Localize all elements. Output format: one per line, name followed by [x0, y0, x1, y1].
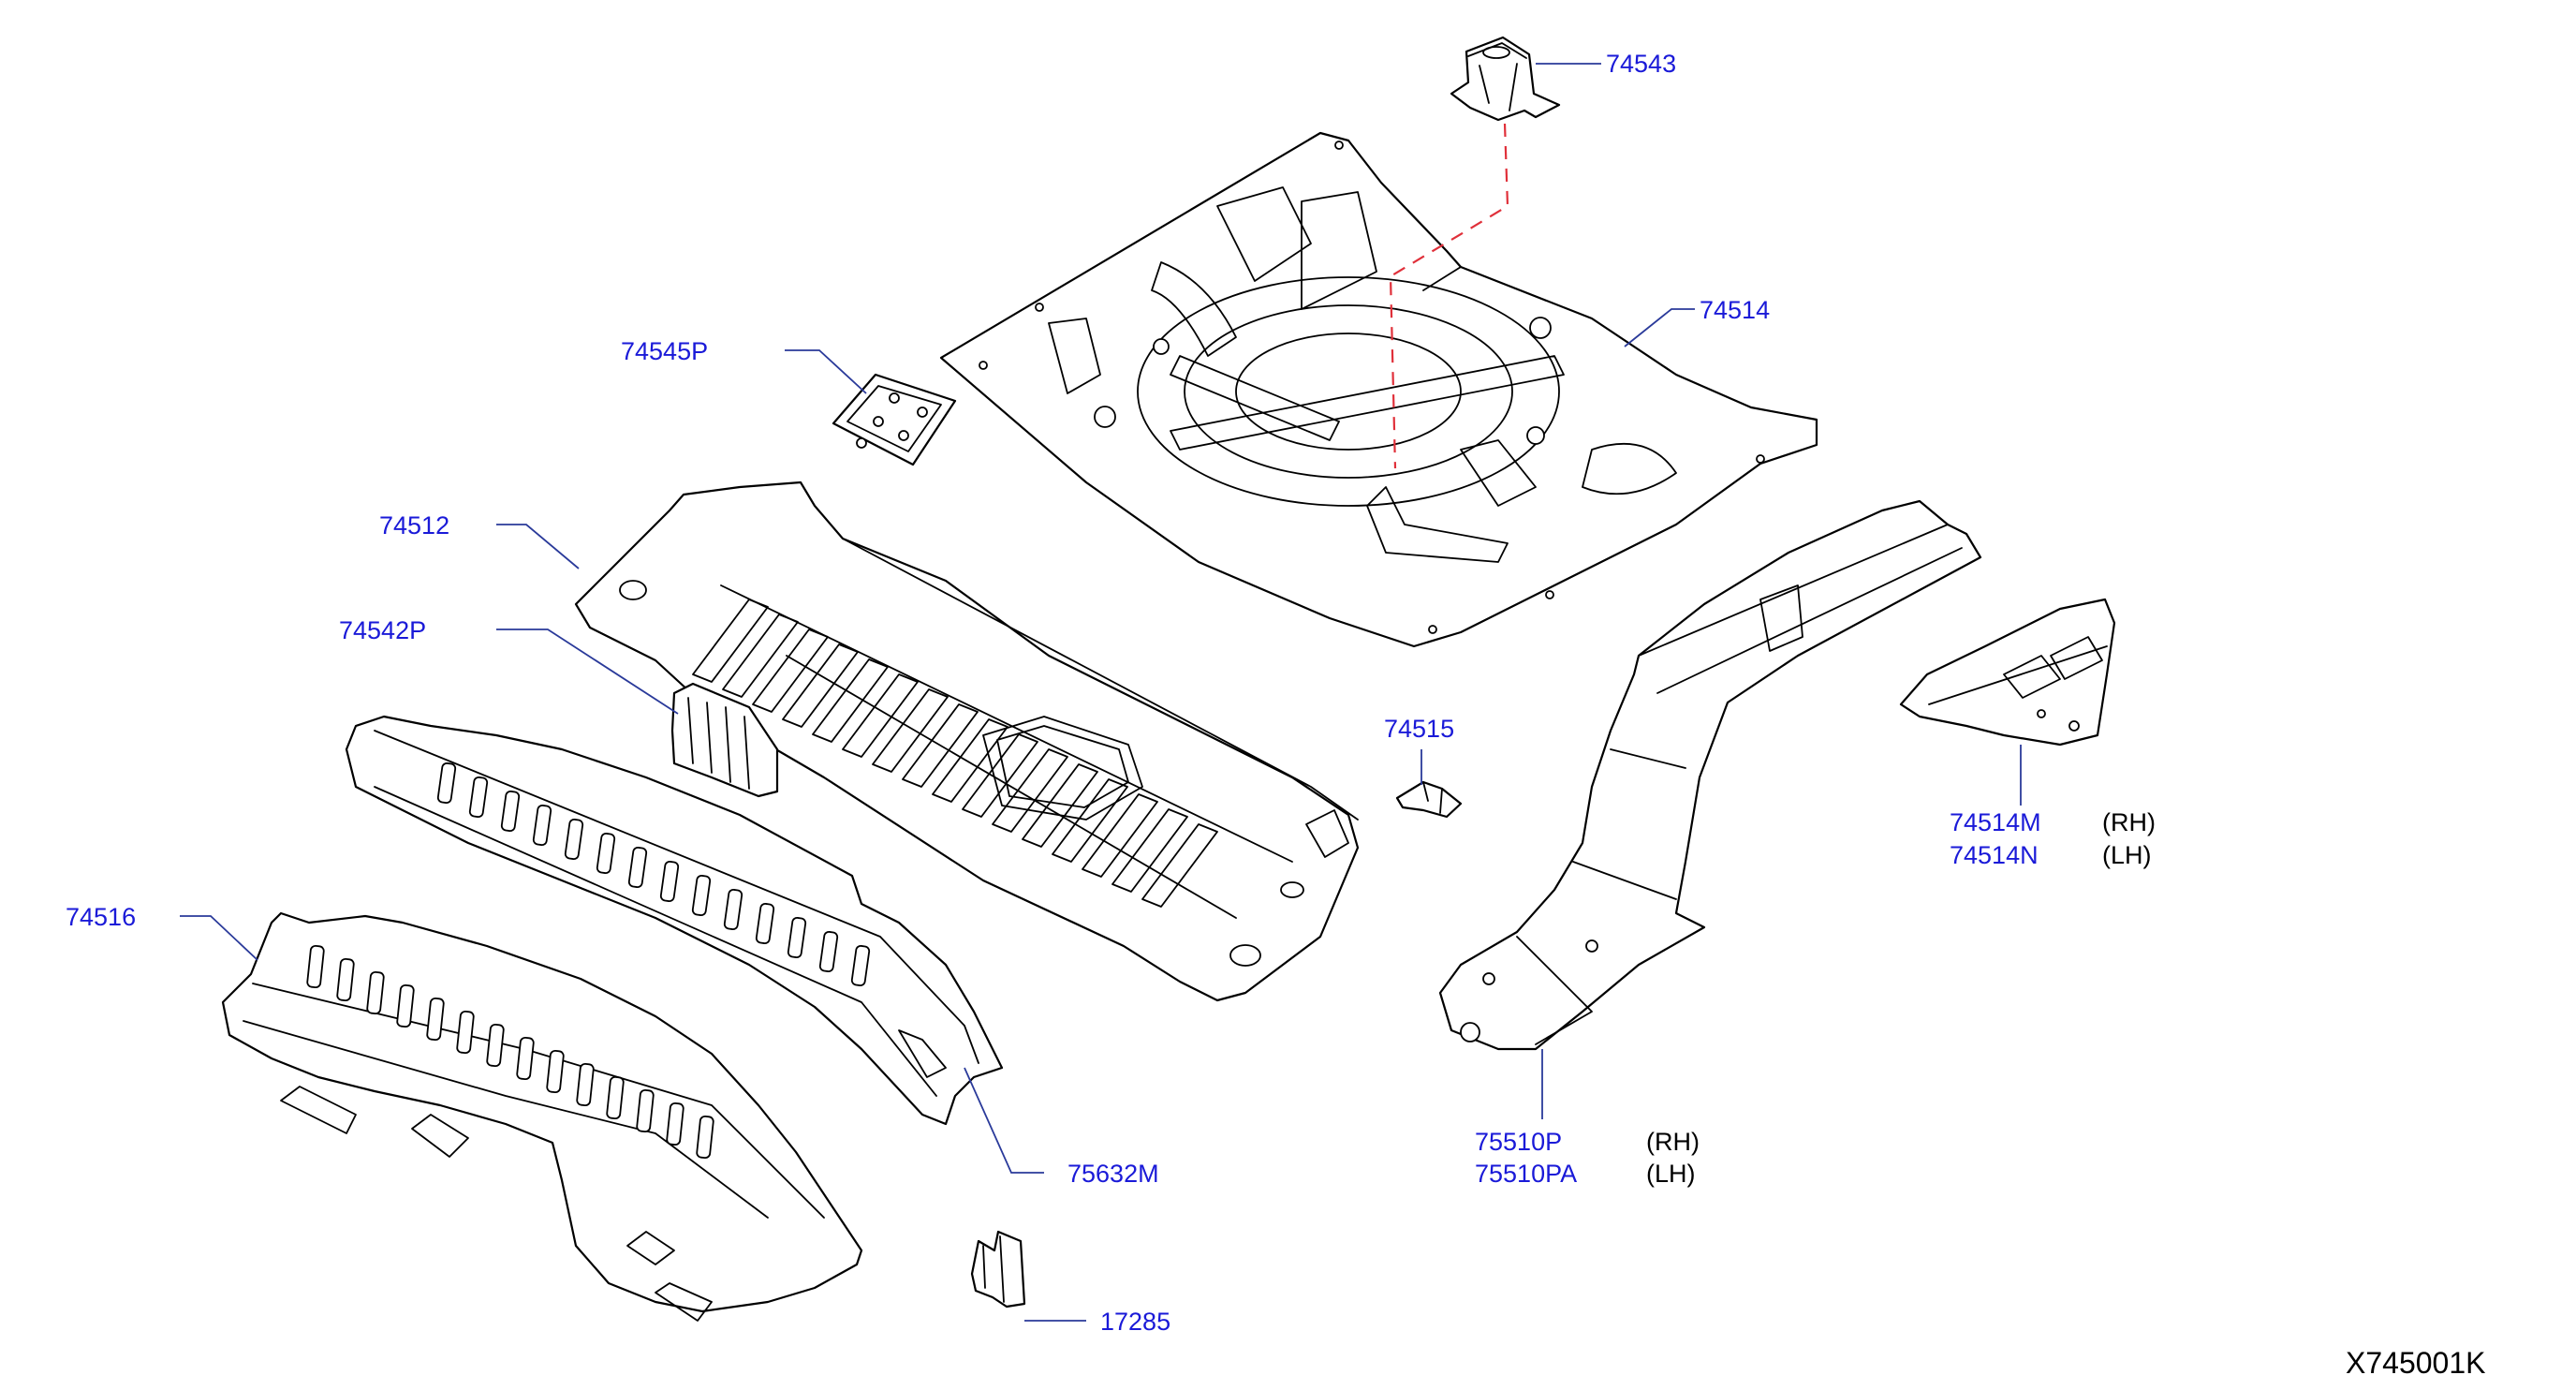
rib: [782, 643, 859, 728]
label-74514N: 74514N: [1950, 841, 2039, 869]
rib: [1141, 823, 1218, 908]
slot: [659, 860, 680, 903]
label-74514: 74514: [1700, 296, 1770, 324]
label-75510P: 75510P: [1475, 1128, 1562, 1156]
label-74542P: 74542P: [339, 616, 426, 644]
rib: [902, 703, 979, 788]
slot: [691, 874, 712, 917]
slot: [546, 1049, 565, 1094]
rib: [692, 599, 769, 683]
slot: [306, 944, 325, 989]
label-74516: 74516: [66, 903, 136, 931]
leader-74545P: [785, 349, 867, 394]
label-74545P: 74545P: [621, 337, 708, 365]
slot: [436, 762, 457, 805]
slot: [456, 1010, 475, 1055]
slot: [500, 790, 521, 833]
slot: [636, 1088, 655, 1133]
slot: [516, 1036, 535, 1081]
label-74543: 74543: [1606, 50, 1676, 78]
rib: [872, 688, 949, 773]
rib: [752, 628, 829, 713]
diagram-code: X745001K: [2346, 1346, 2485, 1380]
label-75632M: 75632M: [1067, 1160, 1159, 1188]
label-74512: 74512: [379, 511, 449, 540]
leader-74516: [180, 915, 258, 961]
rib: [1111, 808, 1188, 893]
label-rh-74514M: (RH): [2102, 808, 2156, 836]
rib: [962, 733, 1038, 818]
leader-74542P: [496, 628, 679, 715]
slot: [723, 888, 743, 931]
part-75510P-side-member: [1438, 499, 1982, 1051]
leader-74514: [1624, 308, 1695, 348]
part-75632M-crossmember: [345, 715, 1004, 1126]
rib: [1022, 763, 1098, 848]
slot: [755, 902, 775, 945]
rib: [932, 718, 1008, 803]
rib: [842, 673, 919, 758]
rib: [722, 614, 799, 698]
slot: [468, 776, 489, 819]
slot: [576, 1062, 595, 1107]
leader-75632M: [964, 1067, 1044, 1174]
rib: [1082, 793, 1158, 878]
slot: [426, 997, 445, 1042]
part-74542P-bracket: [670, 682, 779, 798]
label-lh-75510PA: (LH): [1646, 1160, 1696, 1188]
slot: [564, 818, 584, 861]
part-74515-clip: [1395, 780, 1463, 819]
slot: [606, 1075, 625, 1120]
slot: [850, 944, 871, 987]
slot: [666, 1102, 684, 1146]
label-rh-75510P: (RH): [1646, 1128, 1700, 1156]
rib: [992, 748, 1068, 833]
slot: [696, 1115, 714, 1160]
label-74515: 74515: [1384, 715, 1454, 743]
part-17285-bracket: [970, 1230, 1026, 1309]
slot: [366, 970, 385, 1015]
label-74514M: 74514M: [1950, 808, 2041, 836]
part-74545P-cover: [832, 373, 957, 466]
slot: [787, 916, 807, 959]
slot: [336, 957, 355, 1002]
part-74514-rear-floor: [939, 131, 1818, 648]
part-74516-rear-panel: [221, 911, 863, 1322]
label-lh-74514N: (LH): [2102, 841, 2152, 869]
slot: [627, 846, 648, 889]
part-74514M-bracket: [1899, 598, 2116, 747]
slot: [818, 930, 839, 973]
slot: [486, 1023, 505, 1068]
label-75510PA: 75510PA: [1475, 1160, 1577, 1188]
rib: [1052, 778, 1128, 863]
slot: [396, 983, 415, 1028]
part-74543-bracket: [1450, 36, 1561, 122]
slot: [532, 804, 552, 847]
rib: [812, 658, 889, 743]
label-17285: 17285: [1100, 1308, 1170, 1336]
slot: [596, 832, 616, 875]
leader-74512: [496, 524, 580, 569]
hidden-link-74543: [1389, 123, 1509, 469]
part-74512-floor-panel: [574, 481, 1360, 1002]
